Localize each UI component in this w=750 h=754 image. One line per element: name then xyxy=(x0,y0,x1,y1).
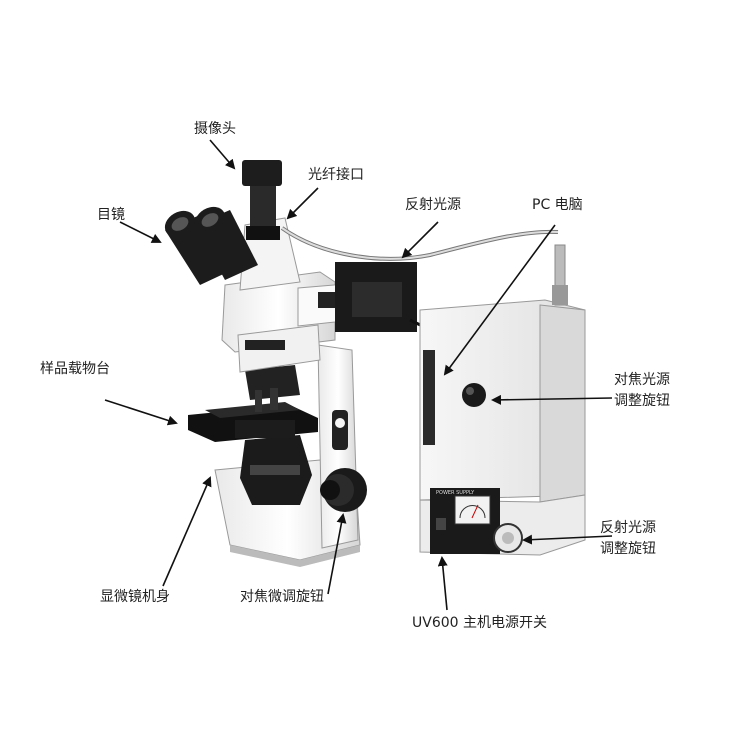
label-reflect-light-knob: 反射光源 调整旋钮 xyxy=(600,518,656,560)
arrow-camera xyxy=(209,139,236,170)
arrow-stage xyxy=(104,399,178,426)
microscope xyxy=(164,160,559,567)
arrow-fiber-port xyxy=(286,187,319,220)
label-pc: PC 电脑 xyxy=(532,197,583,213)
arrow-eyepiece xyxy=(119,221,162,243)
arrow-pc xyxy=(443,224,556,376)
arrow-focus-light-knob xyxy=(491,394,613,405)
label-body: 显微镜机身 xyxy=(100,589,170,605)
arrow-power-switch xyxy=(437,556,448,611)
label-reflect-light-knob-line1: 反射光源 xyxy=(600,520,656,536)
label-fine-focus-knob: 对焦微调旋钮 xyxy=(240,589,324,605)
label-focus-light-knob-line2: 调整旋钮 xyxy=(614,393,670,409)
arrow-fine-focus xyxy=(327,513,347,595)
label-fiber-port: 光纤接口 xyxy=(308,167,364,183)
label-eyepiece: 目镜 xyxy=(97,207,125,223)
label-focus-light-knob: 对焦光源 调整旋钮 xyxy=(614,370,670,412)
label-camera: 摄像头 xyxy=(194,121,236,137)
label-reflect-light-knob-line2: 调整旋钮 xyxy=(600,541,656,557)
label-power-switch: UV600 主机电源开关 xyxy=(412,615,547,631)
label-focus-light-knob-line1: 对焦光源 xyxy=(614,372,670,388)
arrow-body xyxy=(162,476,212,587)
label-stage: 样品载物台 xyxy=(40,361,110,377)
arrow-reflect-light-knob xyxy=(522,534,613,545)
label-reflected-light: 反射光源 xyxy=(405,197,461,213)
arrow-reflected-light xyxy=(401,221,439,259)
pointer-arrows xyxy=(104,139,613,611)
panel-text: POWER SUPPLY xyxy=(436,490,475,496)
